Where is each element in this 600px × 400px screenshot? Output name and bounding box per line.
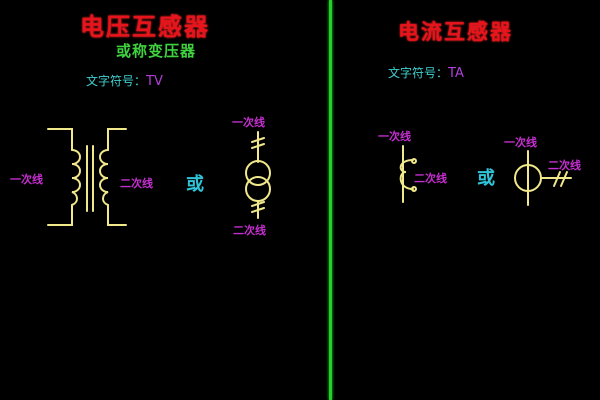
voltage-transformer-title: 电压互感器 bbox=[80, 12, 210, 41]
current-transformer-title: 电流互感器 bbox=[398, 19, 513, 44]
vt-alt-secondary-label: 二次线 bbox=[233, 224, 266, 237]
current-symbol-line: 文字符号：TA bbox=[388, 62, 464, 81]
symbol-label: 文字符号： bbox=[86, 74, 147, 88]
ct-circle-icon bbox=[514, 150, 572, 206]
vt-alt-primary-label: 一次线 bbox=[232, 116, 265, 129]
ct-alt-secondary-label: 二次线 bbox=[548, 159, 581, 172]
vt-transformer-coil-icon bbox=[47, 128, 127, 226]
voltage-transformer-subtitle: 或称变压器 bbox=[116, 42, 197, 60]
ct-secondary-label: 二次线 bbox=[414, 172, 447, 185]
symbol-value-ta: TA bbox=[448, 66, 464, 81]
vt-double-circle-icon bbox=[245, 131, 271, 219]
vt-primary-label: 一次线 bbox=[10, 173, 43, 186]
ct-primary-label: 一次线 bbox=[378, 130, 411, 143]
vt-or-text: 或 bbox=[186, 174, 204, 195]
symbol-label: 文字符号： bbox=[388, 66, 449, 80]
symbol-value-tv: TV bbox=[146, 74, 163, 89]
panel-divider bbox=[329, 0, 332, 400]
vt-secondary-label: 二次线 bbox=[120, 177, 153, 190]
ct-alt-primary-label: 一次线 bbox=[504, 136, 537, 149]
voltage-symbol-line: 文字符号：TV bbox=[86, 70, 163, 89]
ct-or-text: 或 bbox=[477, 168, 495, 189]
ct-coil-icon bbox=[399, 145, 417, 203]
